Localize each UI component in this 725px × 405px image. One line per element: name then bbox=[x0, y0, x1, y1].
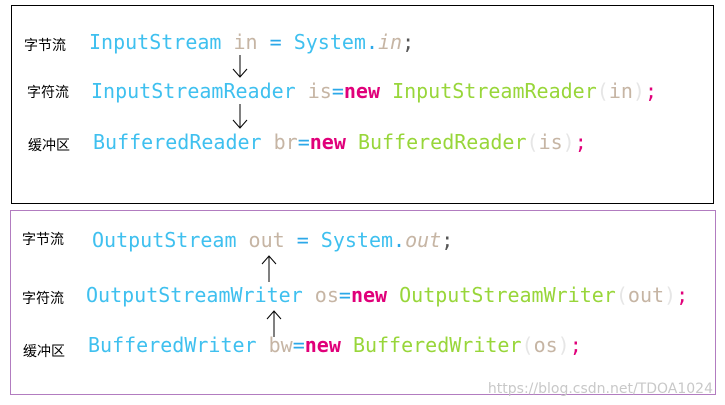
up-arrow-icon bbox=[261, 255, 277, 282]
code-token: ; bbox=[402, 30, 415, 54]
code-token: os bbox=[533, 333, 558, 357]
code-token: = bbox=[331, 79, 344, 103]
code-token: ; bbox=[644, 79, 657, 103]
code-token: out bbox=[405, 228, 442, 252]
code-token: in bbox=[608, 79, 633, 103]
code-token: BufferedReader bbox=[357, 130, 527, 154]
input-stream-panel bbox=[11, 5, 714, 204]
code-token: System bbox=[293, 30, 366, 54]
code-token: System bbox=[320, 228, 394, 252]
code-token bbox=[341, 333, 353, 357]
code-token: = bbox=[257, 30, 294, 54]
code-token: InputStream bbox=[89, 30, 222, 54]
code-token: = bbox=[284, 228, 321, 252]
code-token bbox=[262, 130, 274, 154]
row-label-byte-stream-input: 字节流 bbox=[24, 38, 66, 54]
down-arrow-icon bbox=[232, 104, 248, 129]
code-token: out bbox=[248, 228, 285, 252]
code-token: OutputStreamWriter bbox=[399, 283, 616, 307]
code-token: InputStreamReader bbox=[91, 79, 296, 103]
code-token: OutputStream bbox=[92, 228, 237, 252]
row-label-char-stream-output: 字符流 bbox=[22, 291, 64, 307]
code-token: OutputStreamWriter bbox=[86, 283, 303, 307]
code-token: is bbox=[307, 79, 332, 103]
code-token: bw bbox=[268, 333, 293, 357]
code-token bbox=[303, 283, 315, 307]
code-token: . bbox=[365, 30, 379, 54]
code-token bbox=[296, 79, 308, 103]
code-token: BufferedWriter bbox=[88, 333, 257, 357]
code-token: ) bbox=[664, 283, 677, 307]
code-line-input-char: InputStreamReader is=new InputStreamRead… bbox=[91, 79, 657, 103]
code-token: ) bbox=[562, 130, 575, 154]
up-arrow-icon bbox=[266, 310, 282, 337]
code-token: in bbox=[378, 30, 403, 54]
code-token: new bbox=[304, 333, 341, 357]
code-token: new bbox=[350, 283, 388, 307]
code-token: in bbox=[233, 30, 258, 54]
code-token: = bbox=[338, 283, 351, 307]
code-token: = bbox=[297, 130, 310, 154]
code-token: ; bbox=[676, 283, 689, 307]
output-stream-panel bbox=[10, 210, 716, 395]
code-token: ) bbox=[632, 79, 645, 103]
code-token bbox=[380, 79, 392, 103]
code-token: = bbox=[292, 333, 305, 357]
code-token: new bbox=[343, 79, 381, 103]
code-token: InputStreamReader bbox=[392, 79, 597, 103]
code-token: is bbox=[538, 130, 563, 154]
down-arrow-icon bbox=[232, 55, 248, 78]
code-token: . bbox=[393, 228, 406, 252]
code-token: ; bbox=[441, 228, 454, 252]
code-line-output-char: OutputStreamWriter os=new OutputStreamWr… bbox=[86, 283, 688, 307]
code-token: ; bbox=[574, 130, 587, 154]
code-token bbox=[387, 283, 399, 307]
code-token: ( bbox=[596, 79, 609, 103]
code-token bbox=[237, 228, 249, 252]
code-token: ) bbox=[557, 333, 570, 357]
code-line-input-byte: InputStream in = System.in; bbox=[89, 30, 414, 54]
code-token: out bbox=[627, 283, 665, 307]
row-label-byte-stream-output: 字节流 bbox=[22, 232, 64, 248]
code-token: ( bbox=[615, 283, 628, 307]
code-token bbox=[221, 30, 233, 54]
code-line-output-byte: OutputStream out = System.out; bbox=[92, 228, 453, 252]
code-line-output-buffer: BufferedWriter bw=new BufferedWriter(os)… bbox=[88, 333, 582, 357]
watermark: https://blog.csdn.net/TDOA1024 bbox=[487, 381, 713, 397]
code-token: BufferedReader bbox=[93, 130, 262, 154]
code-token: os bbox=[314, 283, 339, 307]
row-label-buffer-output: 缓冲区 bbox=[23, 344, 65, 360]
row-label-buffer-input: 缓冲区 bbox=[28, 138, 70, 154]
code-token: ; bbox=[569, 333, 582, 357]
code-token: ( bbox=[526, 130, 539, 154]
code-token: new bbox=[309, 130, 346, 154]
code-token bbox=[346, 130, 358, 154]
code-token: BufferedWriter bbox=[352, 333, 522, 357]
row-label-char-stream-input: 字符流 bbox=[27, 85, 69, 101]
code-token: ( bbox=[521, 333, 534, 357]
code-line-input-buffer: BufferedReader br=new BufferedReader(is)… bbox=[93, 130, 587, 154]
code-token: br bbox=[273, 130, 298, 154]
